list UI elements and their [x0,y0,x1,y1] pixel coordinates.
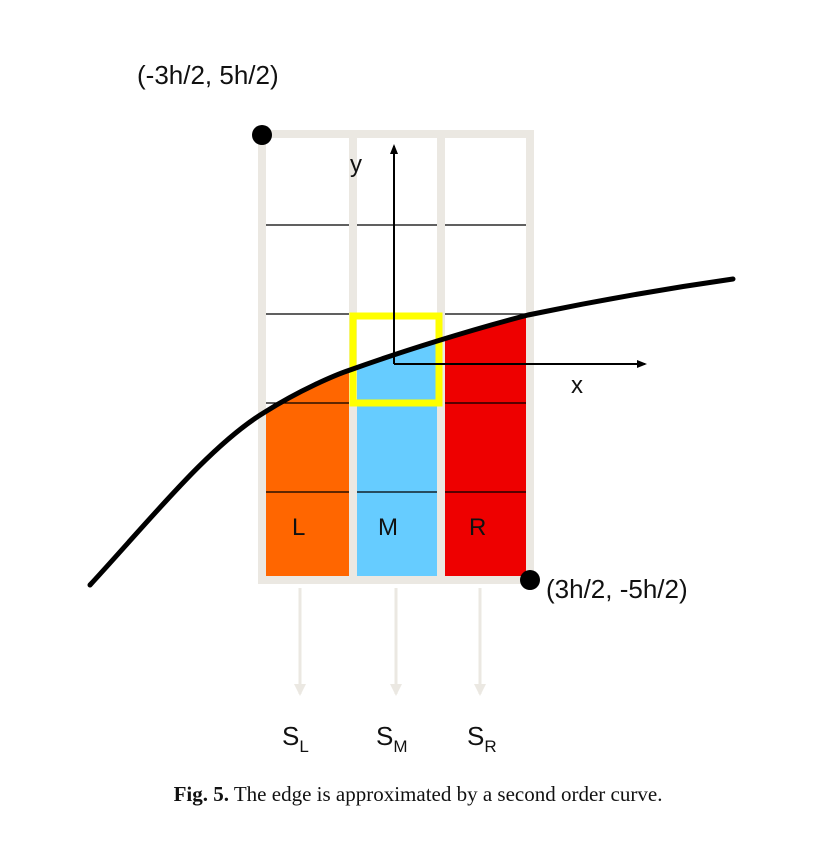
center-pixel-highlight [349,312,443,407]
column-label-middle: M [378,514,398,541]
caption-prefix: Fig. 5. [173,782,229,806]
figure-caption: Fig. 5. The edge is approximated by a se… [0,782,836,807]
sum-label-right-base: S [467,721,484,751]
sum-label-left: SL [282,721,309,756]
corner-dot-bottom-right [520,570,540,590]
corner-label-top-left: (-3h/2, 5h/2) [137,60,279,90]
sum-label-right-sub: R [484,737,496,756]
sum-label-middle: SM [376,721,408,756]
column-label-right: R [469,514,486,541]
edge-curve [87,276,736,588]
sum-label-left-sub: L [299,737,308,756]
column-label-left: L [292,514,305,541]
sum-label-middle-sub: M [393,737,407,756]
y-axis-label: y [350,151,362,178]
left-column-fill [265,370,350,577]
corner-label-bottom-right: (3h/2, -5h/2) [546,574,688,604]
middle-column-fill [350,340,440,577]
sum-label-middle-base: S [376,721,393,751]
sum-arrows [294,588,486,696]
caption-text: The edge is approximated by a second ord… [228,782,663,806]
right-column-fill [440,315,528,577]
sum-label-right: SR [467,721,497,756]
x-axis-label: x [571,372,583,399]
corner-dot-top-left [252,125,272,145]
sum-label-left-base: S [282,721,299,751]
